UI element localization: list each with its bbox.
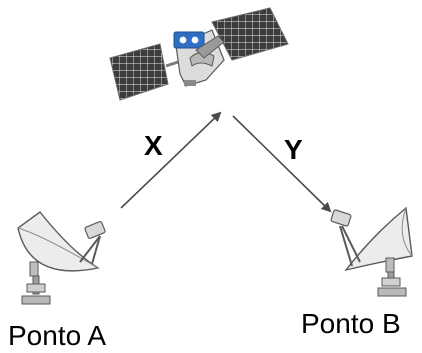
uplink-label: X — [144, 130, 163, 161]
satellite-body — [173, 29, 225, 87]
point-a-label: Ponto A — [8, 320, 107, 351]
uplink-arrow — [120, 111, 222, 209]
downlink-arrow — [232, 115, 332, 213]
satellite-dish-b-icon — [330, 206, 413, 297]
left-solar-panel — [109, 43, 169, 101]
satellite-dish-a-icon — [17, 211, 106, 305]
downlink-label: Y — [284, 134, 303, 165]
point-b-label: Ponto B — [301, 308, 401, 339]
right-solar-panel — [211, 7, 289, 61]
satellite-icon — [109, 7, 289, 101]
